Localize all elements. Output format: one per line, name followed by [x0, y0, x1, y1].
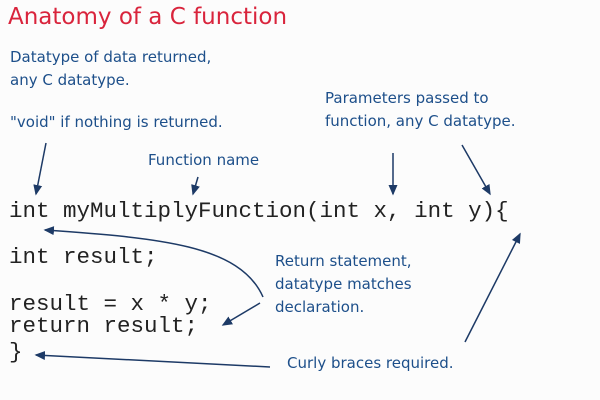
note-line: any C datatype.	[10, 71, 130, 89]
function-name-note: Function name	[148, 151, 260, 169]
parameters-note: Parameters passed to function, any C dat…	[325, 87, 515, 133]
code-assignment: result = x * y;	[9, 291, 212, 317]
function-name-arrow	[191, 176, 200, 196]
code-declaration: int result;	[9, 244, 158, 270]
return-type-note: Datatype of data returned, any C datatyp…	[10, 46, 211, 92]
return-statement-note: Return statement, datatype matches decla…	[275, 250, 412, 319]
braces-note: Curly braces required.	[287, 354, 454, 372]
code-closing-brace: }	[9, 339, 23, 365]
note-line: declaration.	[275, 298, 365, 316]
note-line: datatype matches	[275, 275, 412, 293]
return-type-match-arrow	[43, 226, 264, 298]
note-line: function, any C datatype.	[325, 112, 516, 130]
void-note: "void" if nothing is returned.	[10, 113, 223, 131]
return-type-arrow	[33, 142, 47, 196]
code-signature: int myMultiplyFunction(int x, int y){	[9, 198, 509, 224]
parameter-y-arrow	[461, 144, 491, 196]
return-statement-arrow	[221, 302, 261, 326]
note-line: Datatype of data returned,	[10, 48, 212, 66]
note-line: Return statement,	[275, 252, 412, 270]
diagram-title: Anatomy of a C function	[8, 4, 288, 30]
code-return: return result;	[9, 313, 199, 339]
note-line: Parameters passed to	[325, 89, 489, 107]
opening-brace-arrow	[464, 232, 521, 343]
closing-brace-arrow	[34, 350, 271, 368]
